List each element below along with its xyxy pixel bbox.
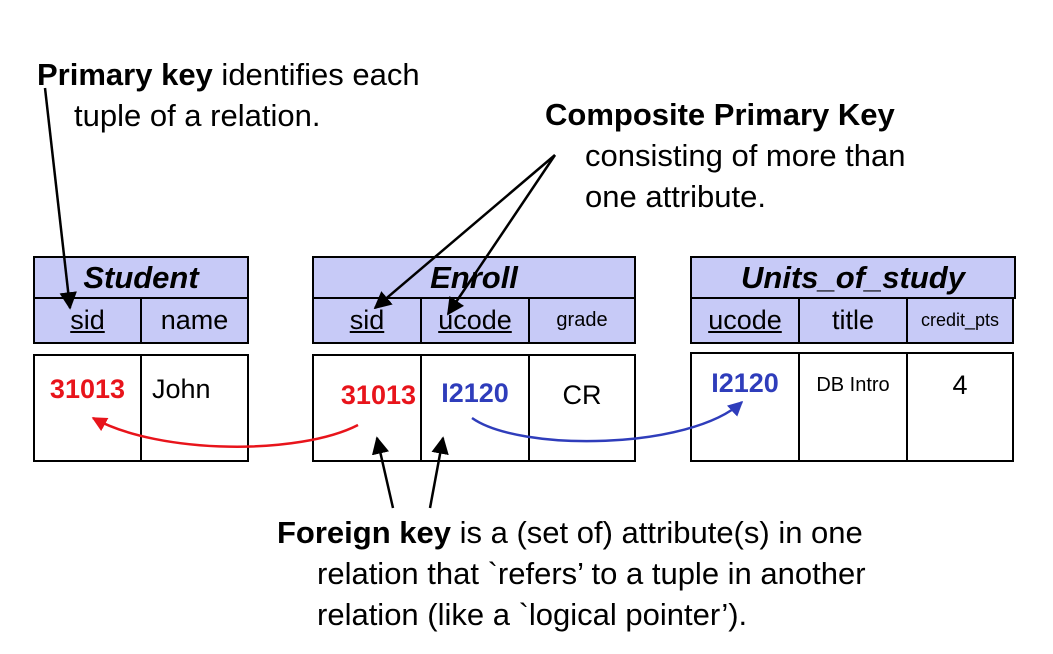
foreign-key-term: Foreign key — [277, 515, 451, 550]
enroll-attr-sid: sid — [314, 299, 422, 342]
enroll-ucode-value: I2120 — [422, 356, 530, 460]
fk-reference-arrow-red — [91, 416, 359, 448]
units-attribute-row: ucode title credit_pts — [690, 299, 1014, 344]
fk-reference-arrow-blue — [471, 400, 744, 443]
units-credit-value: 4 — [952, 370, 968, 400]
composite-key-note: Composite Primary Key consisting of more… — [545, 94, 906, 217]
foreign-key-note: Foreign key is a (set of) attribute(s) i… — [277, 512, 866, 635]
primary-key-note: Primary key identifies each tuple of a r… — [37, 54, 420, 136]
foreign-key-arrow-ucode — [428, 436, 449, 509]
foreign-key-text-2: relation that `refers’ to a tuple in ano… — [317, 556, 866, 591]
units-attr-title: title — [800, 299, 908, 342]
enroll-sid-value: 31013 — [314, 356, 422, 460]
primary-key-term: Primary key — [37, 57, 213, 92]
composite-key-term: Composite Primary Key — [545, 97, 895, 132]
enroll-attr-grade: grade — [556, 309, 608, 331]
primary-key-arrow — [43, 87, 77, 310]
units-ucode-value: I2120 — [692, 354, 800, 460]
composite-key-text-2: consisting of more than — [585, 138, 906, 173]
enroll-attribute-row: sid ucode grade — [312, 299, 636, 344]
student-tuple: 31013 John — [33, 354, 249, 462]
primary-key-text-2: tuple of a relation. — [74, 98, 321, 133]
units-tuple: I2120 DB Intro 4 — [690, 352, 1014, 462]
student-attr-name: name — [160, 305, 229, 335]
enroll-grade-value: CR — [562, 380, 602, 410]
student-attr-sid: sid — [35, 299, 142, 342]
enroll-tuple: 31013 I2120 CR — [312, 354, 636, 462]
units-attr-credit-pts: credit_pts — [920, 310, 1000, 330]
units-relation-name: Units_of_study — [690, 256, 1016, 299]
student-name-value: John — [151, 374, 211, 404]
foreign-key-text-1: is a (set of) attribute(s) in one — [451, 515, 863, 550]
foreign-key-text-3: relation (like a `logical pointer’). — [317, 597, 748, 632]
student-sid-value: 31013 — [35, 356, 142, 460]
composite-key-text-3: one attribute. — [585, 179, 766, 214]
units-title-value: DB Intro — [800, 354, 908, 460]
composite-key-arrow-ucode — [446, 154, 557, 316]
primary-key-text-1: identifies each — [212, 57, 420, 92]
foreign-key-arrow-sid — [371, 436, 395, 509]
composite-key-arrow-sid — [373, 154, 556, 310]
units-attr-ucode: ucode — [692, 299, 800, 342]
